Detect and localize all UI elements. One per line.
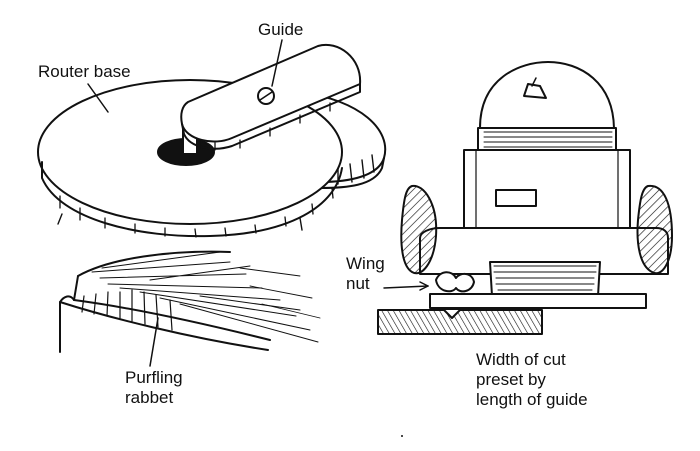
base-disc-edge [41, 161, 343, 238]
guide-leader [271, 39, 283, 87]
left-handle [400, 184, 438, 275]
purfling-label-line1: Purfling [125, 368, 183, 387]
purfling-leader [149, 317, 159, 367]
router-base-leader [87, 83, 109, 113]
workpiece-top [77, 250, 231, 277]
width-caption-line3: length of guide [476, 390, 588, 409]
wing-nut-label-line1: Wing [346, 254, 385, 273]
motor-dome [479, 61, 615, 131]
workpiece-side [59, 295, 75, 353]
wing-nut [435, 271, 475, 293]
purfling-label-line2: rabbet [125, 388, 174, 407]
router-base-label: Router base [38, 62, 131, 81]
leader-lines [87, 39, 283, 367]
width-caption-line1: Width of cut [476, 350, 566, 369]
collet-nut [489, 261, 601, 297]
guide-label: Guide [258, 20, 304, 39]
body-window [495, 189, 537, 207]
router-base-illustration [37, 43, 387, 238]
sub-base [429, 293, 647, 309]
wing-nut-label-line2: nut [346, 274, 370, 293]
router-body [463, 149, 631, 235]
router-illustration [377, 61, 673, 335]
router-workpiece [377, 309, 543, 335]
workpiece-illustration [59, 250, 321, 353]
rear-disc [299, 91, 387, 183]
rabbet-step [73, 299, 271, 341]
right-handle [636, 184, 673, 275]
wing-nut-leader [383, 285, 429, 289]
width-caption-line2: preset by [476, 370, 546, 389]
